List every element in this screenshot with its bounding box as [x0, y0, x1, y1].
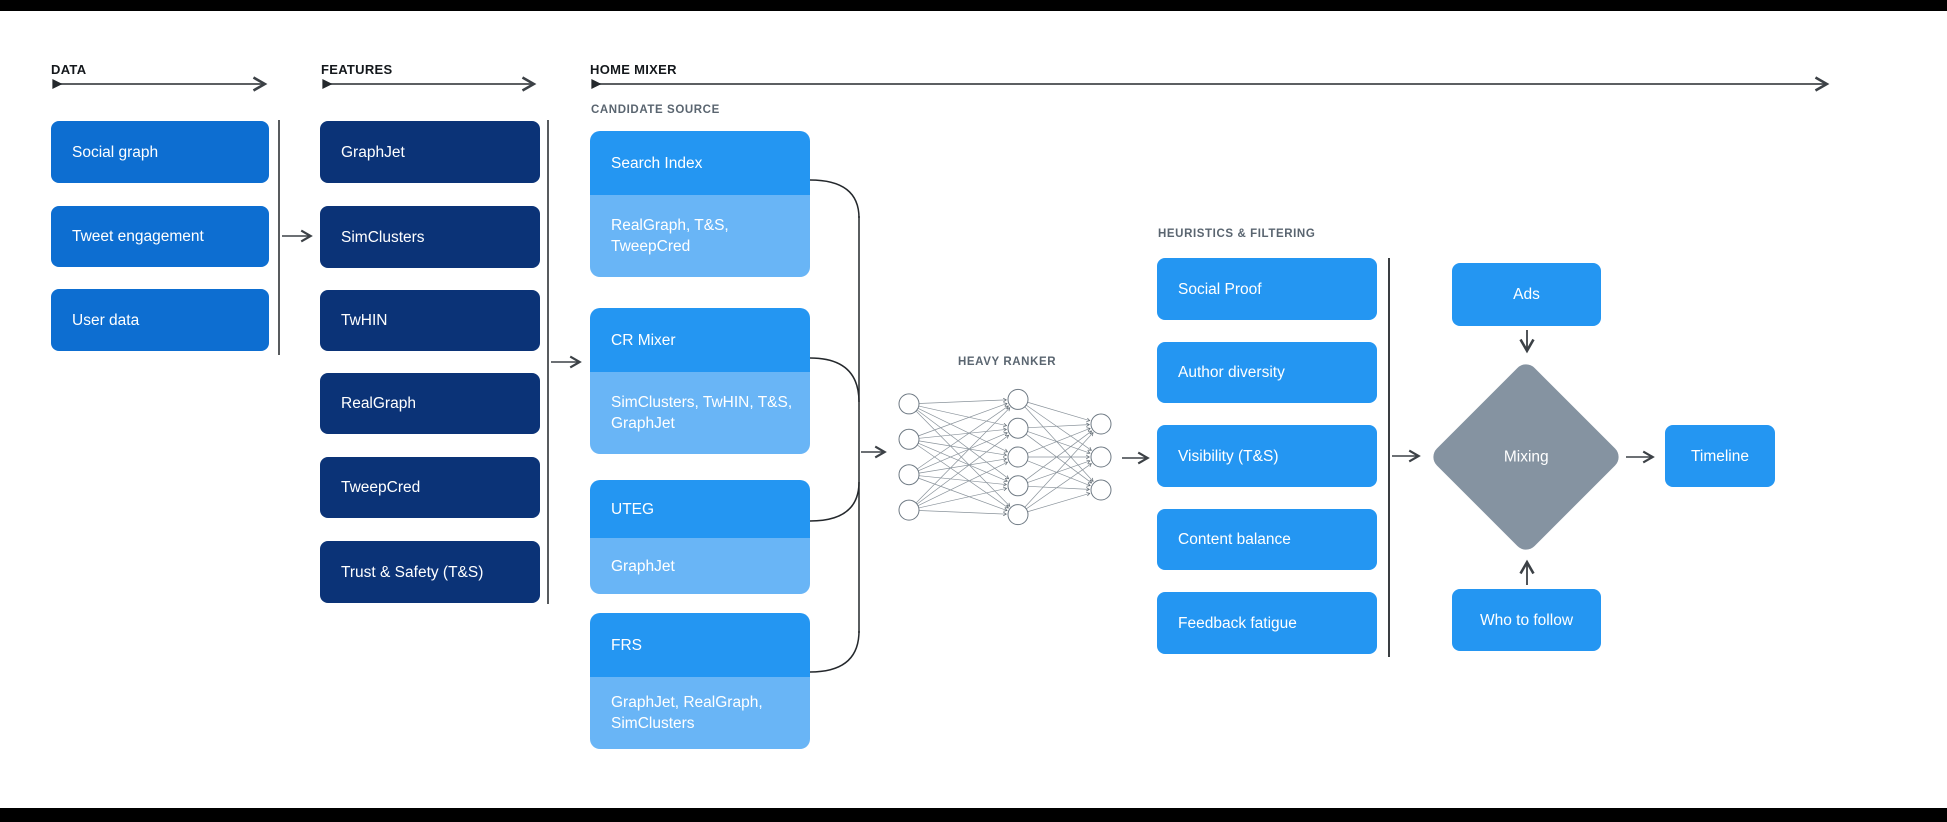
features-section-label: FEATURES — [321, 62, 393, 77]
heuristics-box-visibility: Visibility (T&S) — [1157, 425, 1377, 487]
features-box-graphjet: GraphJet — [320, 121, 540, 183]
network-node — [1090, 479, 1112, 501]
heuristics-box-content-balance: Content balance — [1157, 509, 1377, 570]
data-section-label: DATA — [51, 62, 87, 77]
candidate-frs-sources: GraphJet, RealGraph, SimClusters — [590, 677, 810, 749]
who-to-follow-box: Who to follow — [1452, 589, 1601, 651]
timeline-box: Timeline — [1665, 425, 1775, 487]
network-node — [1007, 475, 1029, 497]
features-box-tweepcred: TweepCred — [320, 457, 540, 518]
heuristics-box-social-proof: Social Proof — [1157, 258, 1377, 320]
features-box-realgraph: RealGraph — [320, 373, 540, 434]
bottom-black-bar — [0, 808, 1947, 822]
mixing-diamond-label: Mixing — [1503, 447, 1549, 465]
top-black-bar — [0, 0, 1947, 11]
candidate-search-index-title: Search Index — [590, 131, 810, 195]
network-node — [1007, 504, 1029, 526]
uteg-connector — [809, 481, 860, 522]
ads-box: Ads — [1452, 263, 1601, 326]
network-node — [898, 464, 920, 486]
heuristics-box-author-diversity: Author diversity — [1157, 342, 1377, 403]
frs-connector — [809, 630, 860, 673]
network-node — [898, 499, 920, 521]
network-node — [1007, 417, 1029, 439]
heavy-ranker-network — [898, 388, 1112, 526]
search-index-connector — [809, 179, 860, 219]
data-box-tweet-engagement: Tweet engagement — [51, 206, 269, 267]
candidate-search-index-sources: RealGraph, T&S, TweepCred — [590, 195, 810, 277]
cr-mixer-connector — [809, 357, 860, 403]
candidate-frs-title: FRS — [590, 613, 810, 677]
network-node — [1090, 413, 1112, 435]
data-box-social-graph: Social graph — [51, 121, 269, 183]
candidate-uteg-title: UTEG — [590, 480, 810, 538]
heuristics-filtering-label: HEURISTICS & FILTERING — [1158, 228, 1316, 240]
features-box-trust-safety: Trust & Safety (T&S) — [320, 541, 540, 603]
network-node — [1007, 446, 1029, 468]
network-node — [898, 428, 920, 450]
candidate-cr-mixer-sources: SimClusters, TwHIN, T&S, GraphJet — [590, 372, 810, 454]
network-node — [898, 393, 920, 415]
network-node — [1090, 446, 1112, 468]
candidate-cr-mixer-title: CR Mixer — [590, 308, 810, 372]
heuristics-box-feedback-fatigue: Feedback fatigue — [1157, 592, 1377, 654]
heavy-ranker-label: HEAVY RANKER — [958, 356, 1057, 368]
home-mixer-section-label: HOME MIXER — [590, 62, 677, 77]
candidate-source-label: CANDIDATE SOURCE — [591, 104, 720, 116]
features-box-twhin: TwHIN — [320, 290, 540, 351]
candidate-uteg-sources: GraphJet — [590, 538, 810, 594]
data-box-user-data: User data — [51, 289, 269, 351]
network-node — [1007, 388, 1029, 410]
features-box-simclusters: SimClusters — [320, 206, 540, 268]
